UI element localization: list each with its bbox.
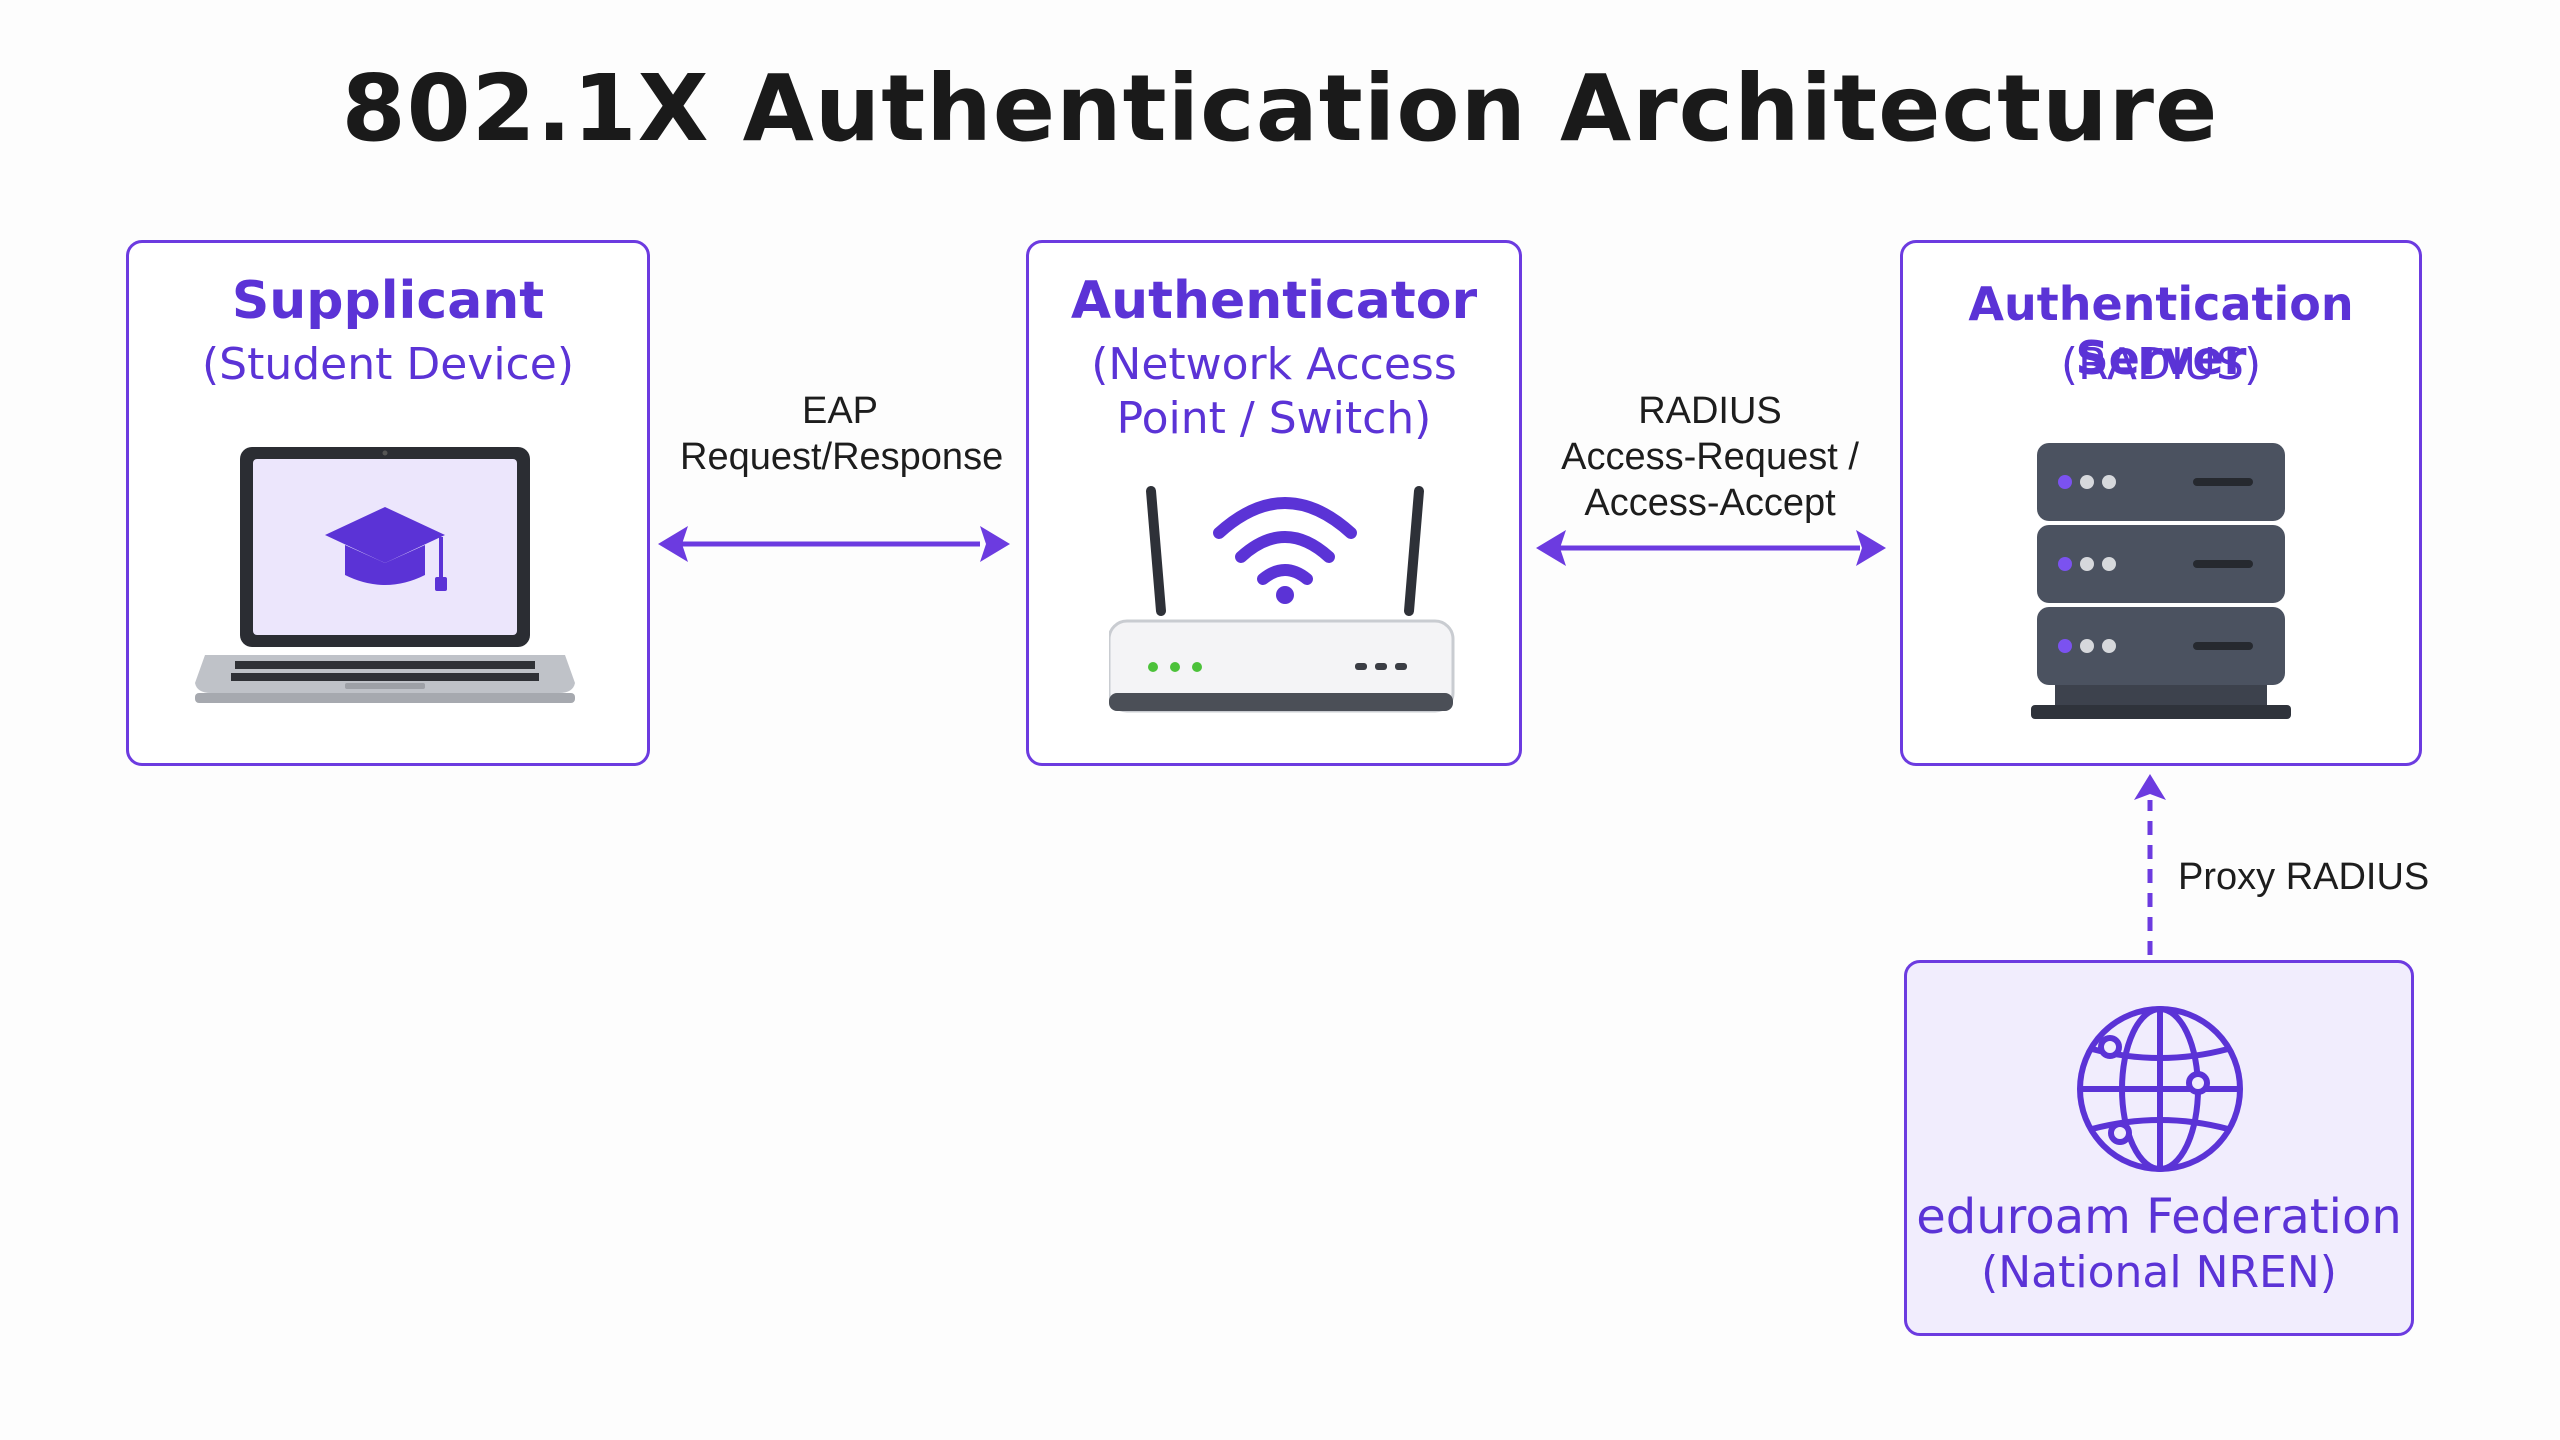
laptop-graduation-cap-icon — [195, 447, 575, 703]
authenticator-subtitle-line1: (Network Access — [1091, 339, 1457, 390]
radius-arrow — [1536, 530, 1886, 566]
radius-label-line3: Access-Accept — [1584, 482, 1836, 524]
supplicant-box: Supplicant (Student Device) — [126, 240, 650, 766]
auth-server-title: Authentication Server — [1968, 277, 2354, 385]
page-title: 802.1X Authentication Architecture — [341, 55, 2219, 162]
globe-network-icon — [2077, 1006, 2243, 1172]
authenticator-subtitle-line2: Point / Switch) — [1116, 393, 1432, 444]
radius-label-line2: Access-Request / — [1561, 436, 1859, 478]
radius-label-line1: RADIUS — [1638, 390, 1782, 432]
auth-server-box: Authentication Server (RADIUS) — [1900, 240, 2422, 766]
federation-subtitle: (National NREN) — [1981, 1247, 2337, 1298]
authenticator-box: Authenticator (Network Access Point / Sw… — [1026, 240, 1522, 766]
supplicant-title: Supplicant — [231, 271, 545, 331]
eap-label-line1: EAP — [801, 390, 879, 432]
eap-arrow — [658, 526, 1010, 562]
radius-label: RADIUS Access-Request / Access-Accept — [1540, 388, 1880, 526]
federation-title: eduroam Federation — [1916, 1189, 2402, 1245]
supplicant-subtitle: (Student Device) — [201, 339, 574, 390]
proxy-radius-label: Proxy RADIUS — [2178, 856, 2430, 898]
auth-server-subtitle: (RADIUS) — [2060, 339, 2262, 390]
eap-label-line2: Request/Response — [680, 436, 1004, 478]
wifi-router-icon — [1109, 486, 1455, 713]
server-rack-icon — [2031, 443, 2291, 719]
proxy-radius-arrow — [2134, 774, 2166, 955]
eap-label: EAP Request/Response — [680, 388, 1004, 480]
federation-box: eduroam Federation (National NREN) — [1904, 960, 2414, 1336]
authenticator-title: Authenticator — [1070, 271, 1478, 331]
